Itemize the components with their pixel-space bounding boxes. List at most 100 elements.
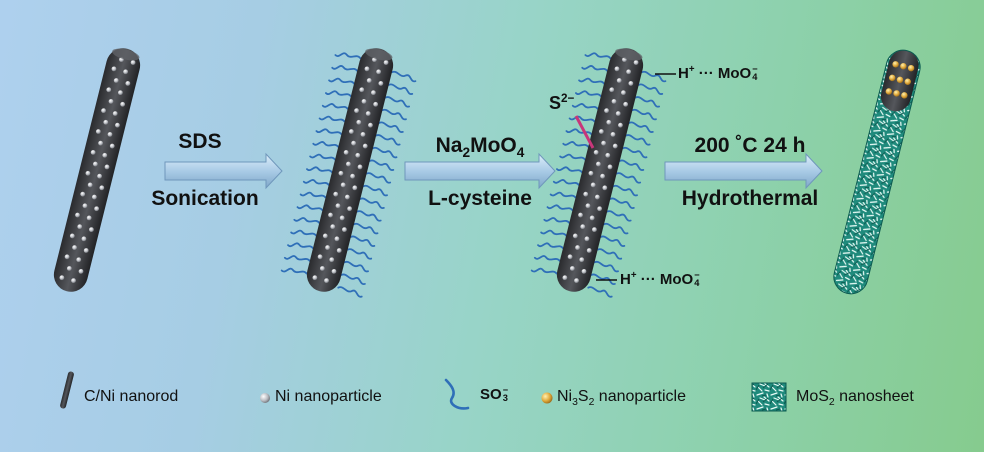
ni-particle bbox=[102, 152, 108, 158]
sulfonate-chain bbox=[381, 108, 407, 121]
ni-particle bbox=[111, 66, 117, 72]
ni-particle bbox=[66, 266, 72, 271]
ni-particle bbox=[628, 81, 634, 86]
ni-particle bbox=[580, 224, 586, 230]
ni-particle bbox=[347, 206, 353, 212]
ni-particle bbox=[59, 275, 65, 281]
ni-particle bbox=[87, 182, 93, 188]
ni-particle bbox=[361, 98, 367, 104]
ni-particle bbox=[376, 69, 382, 75]
sulfonate-chain bbox=[283, 255, 311, 262]
sulfonate-chain bbox=[362, 184, 388, 197]
sulfonate-chain bbox=[609, 197, 635, 209]
ni-particle bbox=[107, 132, 113, 137]
ni-particle bbox=[319, 266, 325, 271]
ni-particle bbox=[351, 140, 356, 146]
sulfonate-chain bbox=[312, 141, 340, 148]
legend-mos2-icon bbox=[751, 382, 787, 412]
ni-particle bbox=[589, 215, 595, 221]
ni-particle bbox=[578, 212, 583, 218]
ni-particle bbox=[339, 215, 345, 221]
sulfonate-chain bbox=[324, 90, 352, 98]
ni-particle bbox=[621, 90, 626, 96]
ni-particle bbox=[581, 268, 587, 274]
ni-particle bbox=[598, 129, 604, 134]
ni-particle bbox=[362, 143, 368, 149]
step1-process-label: Sonication bbox=[151, 187, 259, 210]
step2-reagent-label: Na2MoO4 bbox=[435, 134, 525, 161]
ni-particle bbox=[356, 119, 362, 125]
ni-particle bbox=[85, 170, 91, 176]
ni-particle bbox=[584, 236, 590, 242]
ni-particle bbox=[583, 191, 589, 197]
ni-particle bbox=[366, 78, 372, 83]
ni-particle bbox=[344, 194, 350, 200]
ni-particle bbox=[329, 257, 335, 263]
ni-particle bbox=[572, 233, 578, 239]
ni-particle bbox=[336, 248, 342, 253]
ni-particle bbox=[99, 185, 105, 191]
sulfonate-chain bbox=[537, 242, 564, 250]
sulfonate-chain bbox=[343, 260, 369, 273]
sulfonate-chain bbox=[368, 159, 395, 171]
sulfonate-chain bbox=[287, 242, 314, 250]
sulfonate-chain bbox=[596, 248, 623, 260]
ni-particle bbox=[616, 78, 622, 83]
nanorod-body bbox=[556, 48, 644, 292]
ni3s2-particle bbox=[901, 92, 908, 99]
ni-particle bbox=[592, 227, 597, 233]
ni-particle bbox=[357, 164, 363, 170]
ni-particle bbox=[364, 66, 370, 72]
ni-particle bbox=[579, 257, 585, 263]
sulfonate-chain bbox=[640, 70, 667, 83]
ni-particle bbox=[98, 140, 103, 146]
sulfonate-chain bbox=[337, 286, 363, 298]
ni-particle bbox=[115, 122, 120, 128]
sulfonate-chain bbox=[349, 235, 376, 247]
ni-particle bbox=[378, 81, 384, 86]
sulfonate-chain bbox=[280, 267, 308, 275]
ni-particle bbox=[95, 129, 101, 134]
sulfonate-chain bbox=[606, 210, 632, 222]
sulfonate-chain bbox=[306, 166, 333, 174]
sulfonate-chain bbox=[603, 222, 629, 235]
sulfonate-chain bbox=[331, 65, 359, 72]
sulfonate-chain bbox=[565, 128, 593, 136]
ni3s2-particle bbox=[907, 64, 915, 72]
sulfonate-chain bbox=[530, 267, 558, 275]
sulfonate-chain bbox=[574, 90, 602, 98]
ni-particle bbox=[569, 266, 575, 271]
proton-molybdate-bottom-label: H+ ··· MoO−4 bbox=[620, 270, 700, 289]
step1-reagent-label: SDS bbox=[178, 130, 222, 153]
sulfonate-chain bbox=[309, 153, 336, 161]
ni-particle bbox=[103, 119, 109, 125]
sulfonate-chain bbox=[634, 96, 661, 108]
sulfonate-chain bbox=[556, 166, 583, 174]
nanorod-mos2 bbox=[833, 49, 921, 295]
sulfonate-chain bbox=[290, 229, 318, 237]
ni-particle bbox=[109, 143, 115, 149]
ni-particle bbox=[340, 182, 346, 188]
ni-particle bbox=[322, 233, 328, 239]
ni-particle bbox=[597, 206, 603, 212]
ni3s2-particle bbox=[900, 63, 907, 70]
ni-particle bbox=[606, 119, 612, 125]
sulfonate-chain bbox=[540, 229, 568, 237]
ni3s2-particle bbox=[885, 88, 893, 95]
sulfonate-chain bbox=[533, 255, 561, 262]
sulfide-pointer bbox=[574, 115, 595, 149]
legend-ni-particle-icon bbox=[260, 393, 270, 403]
legend-sulfonate-icon bbox=[444, 378, 470, 410]
ni-particle bbox=[325, 245, 330, 250]
ni-particle bbox=[618, 122, 623, 128]
ni-particle bbox=[64, 254, 70, 260]
sulfonate-chain bbox=[622, 146, 648, 159]
legend-ni-particle-label: Ni nanoparticle bbox=[275, 388, 382, 405]
ni-particle bbox=[601, 140, 606, 146]
legend-ni3s2-label: Ni3S2 nanoparticle bbox=[557, 388, 686, 409]
sulfonate-chain bbox=[365, 172, 392, 184]
process-arrow-1 bbox=[164, 152, 283, 190]
ni-particle bbox=[330, 224, 336, 230]
sulfonate-chain bbox=[631, 108, 657, 121]
